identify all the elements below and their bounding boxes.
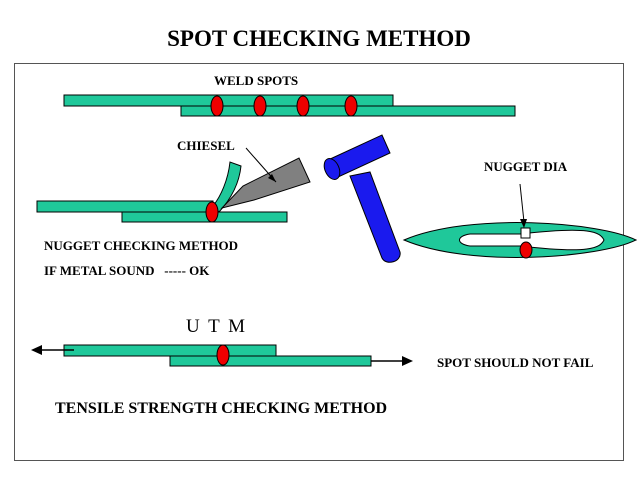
nugget-dia-section — [402, 222, 638, 259]
top-plate-upper — [63, 94, 394, 107]
pull-left-arrowhead — [31, 345, 42, 355]
nugget-check-plates — [36, 161, 288, 223]
chiesel-label: CHIESEL — [177, 138, 235, 153]
nugget-dia-box — [520, 227, 531, 239]
tensile-method-label: TENSILE STRENGTH CHECKING METHOD — [55, 400, 388, 417]
nugget-plate-ring — [402, 222, 638, 258]
nugget-method-label: NUGGET CHECKING METHOD — [44, 238, 239, 253]
nugget-dia-leader — [519, 183, 525, 223]
pull-right-arrowhead — [402, 356, 413, 366]
weld-spot — [253, 95, 267, 117]
weld-spot — [210, 95, 224, 117]
hammer-handle — [349, 171, 401, 263]
utm-label: U T M — [186, 316, 248, 337]
nugget-dia-arrowhead — [520, 219, 527, 228]
nugget-dia-label: NUGGET DIA — [484, 159, 568, 174]
top-plates — [63, 94, 516, 117]
nugget-plate-upper — [36, 200, 214, 213]
tensile-weld-spot — [216, 344, 230, 366]
nugget-plate-lower — [121, 211, 288, 223]
hammer — [323, 134, 401, 263]
page-title: SPOT CHECKING METHOD — [167, 26, 471, 51]
metal-sound-label: IF METAL SOUND ----- OK — [44, 263, 210, 278]
tensile-plate-upper — [63, 344, 277, 357]
chisel-body — [220, 157, 311, 209]
weld-spots-label: WELD SPOTS — [214, 73, 299, 88]
nugget-dia-weld — [519, 241, 533, 259]
diagram-frame — [14, 63, 624, 461]
weld-spot — [296, 95, 310, 117]
nugget-weld-spot — [205, 201, 219, 223]
tensile-plate-lower — [169, 355, 372, 367]
chisel-leader-arrowhead — [268, 174, 276, 182]
hammer-face — [323, 158, 341, 180]
spot-not-fail-label: SPOT SHOULD NOT FAIL — [437, 355, 594, 370]
tensile-plates — [63, 344, 372, 367]
weld-spot — [344, 95, 358, 117]
chisel — [220, 157, 311, 209]
